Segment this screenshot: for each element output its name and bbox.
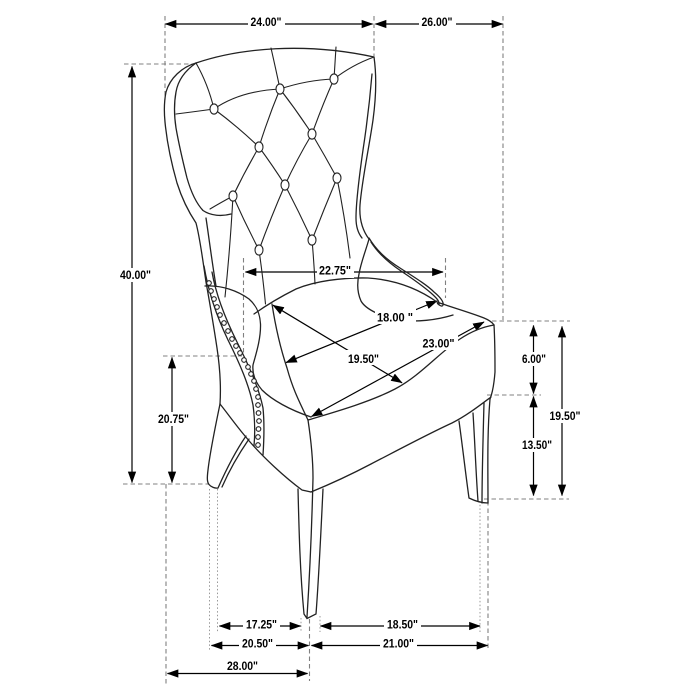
svg-text:13.50": 13.50" (522, 438, 552, 452)
svg-text:22.75": 22.75" (319, 264, 351, 278)
svg-text:19.50": 19.50" (550, 409, 581, 423)
svg-text:40.00": 40.00" (120, 268, 151, 282)
svg-text:23.00": 23.00" (423, 337, 455, 351)
svg-text:21.00": 21.00" (383, 637, 414, 651)
svg-text:20.75": 20.75" (158, 412, 189, 426)
svg-text:20.50": 20.50" (242, 637, 273, 651)
svg-text:24.00": 24.00" (251, 15, 282, 29)
svg-text:6.00": 6.00" (522, 352, 546, 366)
svg-text:28.00": 28.00" (227, 659, 258, 673)
svg-text:17.25": 17.25" (246, 618, 277, 632)
svg-text:18.50": 18.50" (387, 618, 418, 632)
svg-text:19.50": 19.50" (348, 352, 379, 366)
svg-text:18.00 ": 18.00 " (377, 311, 413, 325)
svg-text:26.00": 26.00" (422, 15, 453, 29)
